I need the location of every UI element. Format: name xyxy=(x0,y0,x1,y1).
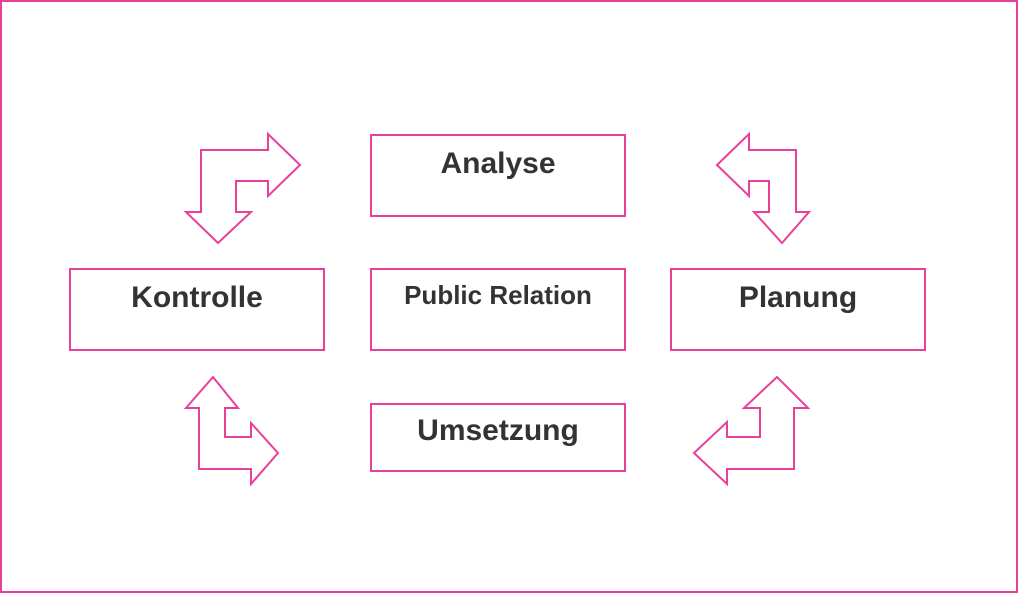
arrow-bottom-left xyxy=(183,375,280,487)
node-planung: Planung xyxy=(670,268,926,351)
node-analyse: Analyse xyxy=(370,134,626,217)
arrow-top-left xyxy=(183,131,302,245)
arrow-bottom-right xyxy=(692,375,811,487)
node-umsetzung-label: Umsetzung xyxy=(417,414,579,447)
node-public-relation-label: Public Relation xyxy=(404,280,592,310)
node-analyse-label: Analyse xyxy=(440,147,556,180)
node-public-relation: Public Relation xyxy=(370,268,626,351)
arrow-top-right xyxy=(715,131,812,245)
node-planung-label: Planung xyxy=(738,281,858,314)
node-kontrolle: Kontrolle xyxy=(69,268,325,351)
node-kontrolle-label: Kontrolle xyxy=(131,281,263,314)
node-umsetzung: Umsetzung xyxy=(370,403,626,472)
